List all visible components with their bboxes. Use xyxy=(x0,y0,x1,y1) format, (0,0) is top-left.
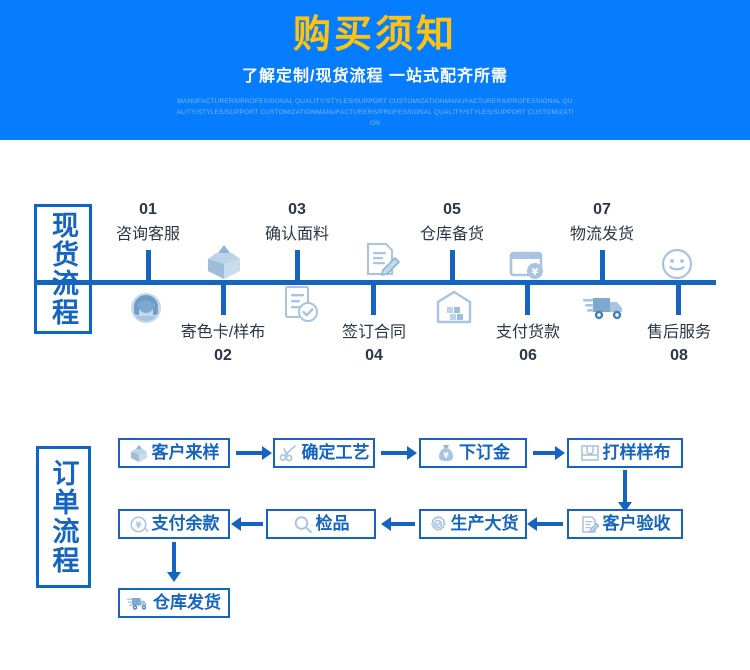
flow-box-pay-balance[interactable]: ¥ 支付余款 xyxy=(118,509,230,539)
timeline-caption-02: 寄色卡/样布 xyxy=(180,324,266,341)
scissors-icon xyxy=(279,444,299,462)
flow-box-confirm-craft[interactable]: 确定工艺 xyxy=(273,438,375,468)
headset-support-icon xyxy=(126,288,166,328)
stock-flow-label: 现货流程 xyxy=(34,204,92,334)
flow-label-deposit: 下订金 xyxy=(459,443,510,462)
warehouse-icon xyxy=(434,288,474,324)
timeline-number-06: 06 xyxy=(519,347,537,364)
svg-text:¥: ¥ xyxy=(135,521,142,531)
timeline-caption-07: 物流发货 xyxy=(569,226,634,243)
flow-label-bulk-production: 生产大货 xyxy=(450,514,519,533)
timeline-tick-01 xyxy=(146,250,151,282)
order-flow-label: 订单流程 xyxy=(36,446,91,588)
flow-label-customer-sample: 客户来样 xyxy=(151,443,220,462)
timeline-caption-06: 支付货款 xyxy=(495,324,560,341)
arrow-inspection-to-pay-balance xyxy=(231,517,263,531)
header-banner: 购买须知 了解定制/现货流程 一站式配齐所需 MANUFACTURERS/PRO… xyxy=(0,0,750,140)
arrow-deposit-to-sample-cloth xyxy=(533,446,565,460)
delivery-truck-icon xyxy=(583,290,629,324)
flow-label-sample-cloth: 打样样布 xyxy=(602,443,671,462)
smiley-face-icon xyxy=(661,248,693,280)
flow-label-customer-accept: 客户验收 xyxy=(602,514,671,533)
timeline-number-01: 01 xyxy=(139,201,157,218)
flow-box-customer-sample[interactable]: 客户来样 xyxy=(118,438,230,468)
flow-label-pay-balance: 支付余款 xyxy=(151,514,220,533)
open-box-icon xyxy=(204,243,244,281)
flow-box-warehouse-ship[interactable]: 仓库发货 xyxy=(118,588,230,618)
arrow-confirm-craft-to-deposit xyxy=(381,446,417,460)
open-box-icon xyxy=(129,444,149,462)
gear-check-icon xyxy=(428,514,448,534)
banner-english-text: MANUFACTURERS/PROFESSIONAL QUALITY/STYLE… xyxy=(176,98,574,127)
timeline-tick-03 xyxy=(295,250,300,282)
fabric-swatch-icon xyxy=(580,444,600,462)
svg-text:¥: ¥ xyxy=(532,267,539,278)
magnifier-icon xyxy=(293,515,313,534)
order-flow-label-text: 订单流程 xyxy=(48,459,79,575)
timeline-caption-03: 确认面料 xyxy=(264,226,329,243)
money-bag-icon: ¥ xyxy=(436,444,456,462)
stock-flow-label-text: 现货流程 xyxy=(48,211,78,327)
delivery-truck-icon xyxy=(127,594,150,612)
timeline-number-03: 03 xyxy=(288,201,306,218)
timeline-tick-07 xyxy=(600,250,605,282)
page-title: 购买须知 xyxy=(292,14,457,56)
timeline-number-05: 05 xyxy=(443,201,461,218)
contract-pen-icon xyxy=(362,240,400,280)
flow-box-bulk-production[interactable]: 生产大货 xyxy=(419,509,527,539)
page-subtitle: 了解定制/现货流程 一站式配齐所需 xyxy=(242,68,508,85)
flow-box-inspection[interactable]: 检品 xyxy=(266,509,376,539)
contract-pen-icon xyxy=(580,515,600,533)
flow-box-sample-cloth[interactable]: 打样样布 xyxy=(567,438,683,468)
timeline-caption-04: 签订合同 xyxy=(341,324,406,341)
flow-label-warehouse-ship: 仓库发货 xyxy=(153,593,221,612)
timeline-number-04: 04 xyxy=(365,347,383,364)
document-check-icon xyxy=(282,285,320,325)
timeline-tick-04 xyxy=(371,283,376,315)
timeline-number-08: 08 xyxy=(670,347,688,364)
flow-label-confirm-craft: 确定工艺 xyxy=(301,443,370,462)
payment-card-icon: ¥ xyxy=(508,248,546,280)
timeline-tick-06 xyxy=(525,283,530,315)
svg-text:¥: ¥ xyxy=(443,451,449,460)
flow-box-deposit[interactable]: ¥ 下订金 xyxy=(419,438,527,468)
timeline-tick-02 xyxy=(221,283,226,315)
flow-label-inspection: 检品 xyxy=(315,514,350,533)
arrow-customer-sample-to-confirm-craft xyxy=(236,446,272,460)
timeline-tick-08 xyxy=(676,283,681,315)
yuan-refund-icon: ¥ xyxy=(129,515,149,534)
timeline-number-07: 07 xyxy=(593,201,611,218)
timeline-caption-08: 售后服务 xyxy=(646,324,711,341)
timeline-tick-05 xyxy=(450,250,455,282)
arrow-sample-cloth-to-customer-accept xyxy=(618,470,632,512)
timeline-number-02: 02 xyxy=(214,347,232,364)
flow-box-customer-accept[interactable]: 客户验收 xyxy=(567,509,683,539)
timeline-caption-01: 咨询客服 xyxy=(115,226,180,243)
arrow-bulk-production-to-inspection xyxy=(381,517,415,531)
timeline-axis xyxy=(34,280,716,285)
arrow-customer-accept-to-bulk-production xyxy=(527,517,563,531)
timeline-caption-05: 仓库备货 xyxy=(419,226,484,243)
arrow-pay-balance-to-warehouse-ship xyxy=(167,542,181,582)
